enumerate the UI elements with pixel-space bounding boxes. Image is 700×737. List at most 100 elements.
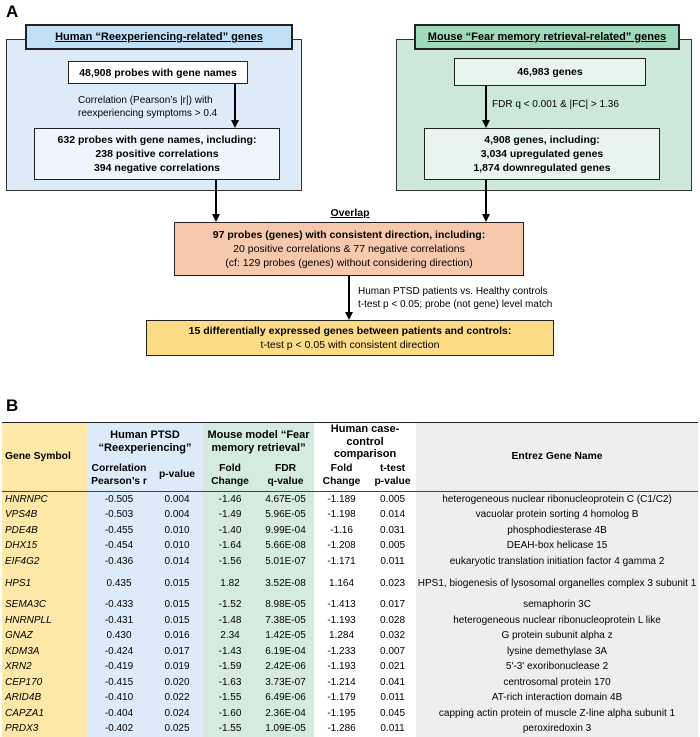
cell-fc: -1.63 xyxy=(203,674,258,690)
gene-table: Gene Symbol Human PTSD “Reexperiencing” … xyxy=(2,422,699,737)
cell-gene: PDE4B xyxy=(2,522,87,538)
cell-r: -0.433 xyxy=(87,597,151,613)
cell-fc: -1.49 xyxy=(203,507,258,523)
cell-fdr: 7.38E-05 xyxy=(257,612,315,628)
cell-name: eukaryotic translation initiation factor… xyxy=(416,553,699,569)
cell-p: 0.010 xyxy=(151,522,204,538)
cell-gene: HNRNPLL xyxy=(2,612,87,628)
cell-fdr: 5.96E-05 xyxy=(257,507,315,523)
cell-fdr: 3.52E-08 xyxy=(257,569,315,597)
cell-cfc: 1.164 xyxy=(314,569,370,597)
cell-tp: 0.021 xyxy=(369,659,417,675)
cell-r: 0.435 xyxy=(87,569,151,597)
cell-cfc: -1.208 xyxy=(314,538,370,554)
cell-tp: 0.045 xyxy=(369,705,417,721)
cell-tp: 0.023 xyxy=(369,569,417,597)
cell-fdr: 5.66E-08 xyxy=(257,538,315,554)
cell-r: -0.415 xyxy=(87,674,151,690)
cell-fdr: 5.01E-07 xyxy=(257,553,315,569)
panel-a-letter: A xyxy=(6,2,19,21)
cell-fdr: 1.42E-05 xyxy=(257,628,315,644)
cell-p: 0.017 xyxy=(151,643,204,659)
cell-name: semaphorin 3C xyxy=(416,597,699,613)
cell-tp: 0.032 xyxy=(369,628,417,644)
cell-tp: 0.005 xyxy=(369,538,417,554)
human-panel-header: Human “Reexperiencing-related” genes xyxy=(25,24,293,50)
cell-cfc: -1.198 xyxy=(314,507,370,523)
cell-gene: KDM3A xyxy=(2,643,87,659)
cell-name: heterogeneous nuclear ribonucleoprotein … xyxy=(416,490,699,507)
cell-p: 0.020 xyxy=(151,674,204,690)
cell-tp: 0.017 xyxy=(369,597,417,613)
cell-name: peroxiredoxin 3 xyxy=(416,721,699,737)
cell-r: 0.430 xyxy=(87,628,151,644)
cell-r: -0.410 xyxy=(87,690,151,706)
human-correlation-filter: Correlation (Pearson’s |r|) with reexper… xyxy=(78,95,218,119)
human-probes-box: 48,908 probes with gene names xyxy=(68,61,248,84)
cell-gene: CAPZA1 xyxy=(2,705,87,721)
entrez-name-header: Entrez Gene Name xyxy=(416,422,699,491)
cell-tp: 0.041 xyxy=(369,674,417,690)
cell-gene: SEMA3C xyxy=(2,597,87,613)
cell-gene: DHX15 xyxy=(2,538,87,554)
patients-vs-controls-filter: Human PTSD patients vs. Healthy controls… xyxy=(358,286,553,310)
cell-cfc: -1.189 xyxy=(314,490,370,507)
cell-cfc: -1.233 xyxy=(314,643,370,659)
cell-name: heterogeneous nuclear ribonucleoprotein … xyxy=(416,612,699,628)
mouse-genes-box: 46,983 genes xyxy=(454,58,646,86)
mouse-filtered-box: 4,908 genes, including: 3,034 upregulate… xyxy=(424,128,660,180)
cell-p: 0.024 xyxy=(151,705,204,721)
cell-r: -0.436 xyxy=(87,553,151,569)
cell-r: -0.503 xyxy=(87,507,151,523)
cell-gene: HNRNPC xyxy=(2,490,87,507)
cell-fdr: 4.67E-05 xyxy=(257,490,315,507)
cell-fc: -1.40 xyxy=(203,522,258,538)
cell-name: lysine demethylase 3A xyxy=(416,643,699,659)
cell-p: 0.016 xyxy=(151,628,204,644)
cell-gene: HPS1 xyxy=(2,569,87,597)
cell-name: 5'-3' exoribonuclease 2 xyxy=(416,659,699,675)
cell-tp: 0.007 xyxy=(369,643,417,659)
cell-fdr: 3.73E-07 xyxy=(257,674,315,690)
cell-r: -0.424 xyxy=(87,643,151,659)
cell-cfc: -1.193 xyxy=(314,612,370,628)
cell-cfc: -1.171 xyxy=(314,553,370,569)
cell-tp: 0.031 xyxy=(369,522,417,538)
overlap-box: 97 probes (genes) with consistent direct… xyxy=(174,222,524,276)
cell-p: 0.019 xyxy=(151,659,204,675)
cell-p: 0.025 xyxy=(151,721,204,737)
cell-fdr: 2.36E-04 xyxy=(257,705,315,721)
cell-name: centrosomal protein 170 xyxy=(416,674,699,690)
cell-gene: EIF4G2 xyxy=(2,553,87,569)
cell-fdr: 6.19E-04 xyxy=(257,643,315,659)
cell-cfc: -1.195 xyxy=(314,705,370,721)
cell-fdr: 8.98E-05 xyxy=(257,597,315,613)
cell-fc: 2.34 xyxy=(203,628,258,644)
cell-tp: 0.005 xyxy=(369,490,417,507)
mouse-fdr-filter: FDR q < 0.001 & |FC| > 1.36 xyxy=(492,99,619,110)
cell-gene: CEP170 xyxy=(2,674,87,690)
mouse-panel-header: Mouse “Fear memory retrieval-related” ge… xyxy=(414,24,680,50)
gene-symbol-header: Gene Symbol xyxy=(2,422,87,491)
cell-fdr: 6.49E-06 xyxy=(257,690,315,706)
cell-tp: 0.011 xyxy=(369,721,417,737)
cell-p: 0.015 xyxy=(151,612,204,628)
mouse-model-group-header: Mouse model “Fear memory retrieval” xyxy=(203,422,315,461)
cell-tp: 0.011 xyxy=(369,690,417,706)
cell-fc: -1.60 xyxy=(203,705,258,721)
cell-gene: VPS4B xyxy=(2,507,87,523)
cell-gene: GNAZ xyxy=(2,628,87,644)
cell-p: 0.010 xyxy=(151,538,204,554)
cell-r: -0.454 xyxy=(87,538,151,554)
